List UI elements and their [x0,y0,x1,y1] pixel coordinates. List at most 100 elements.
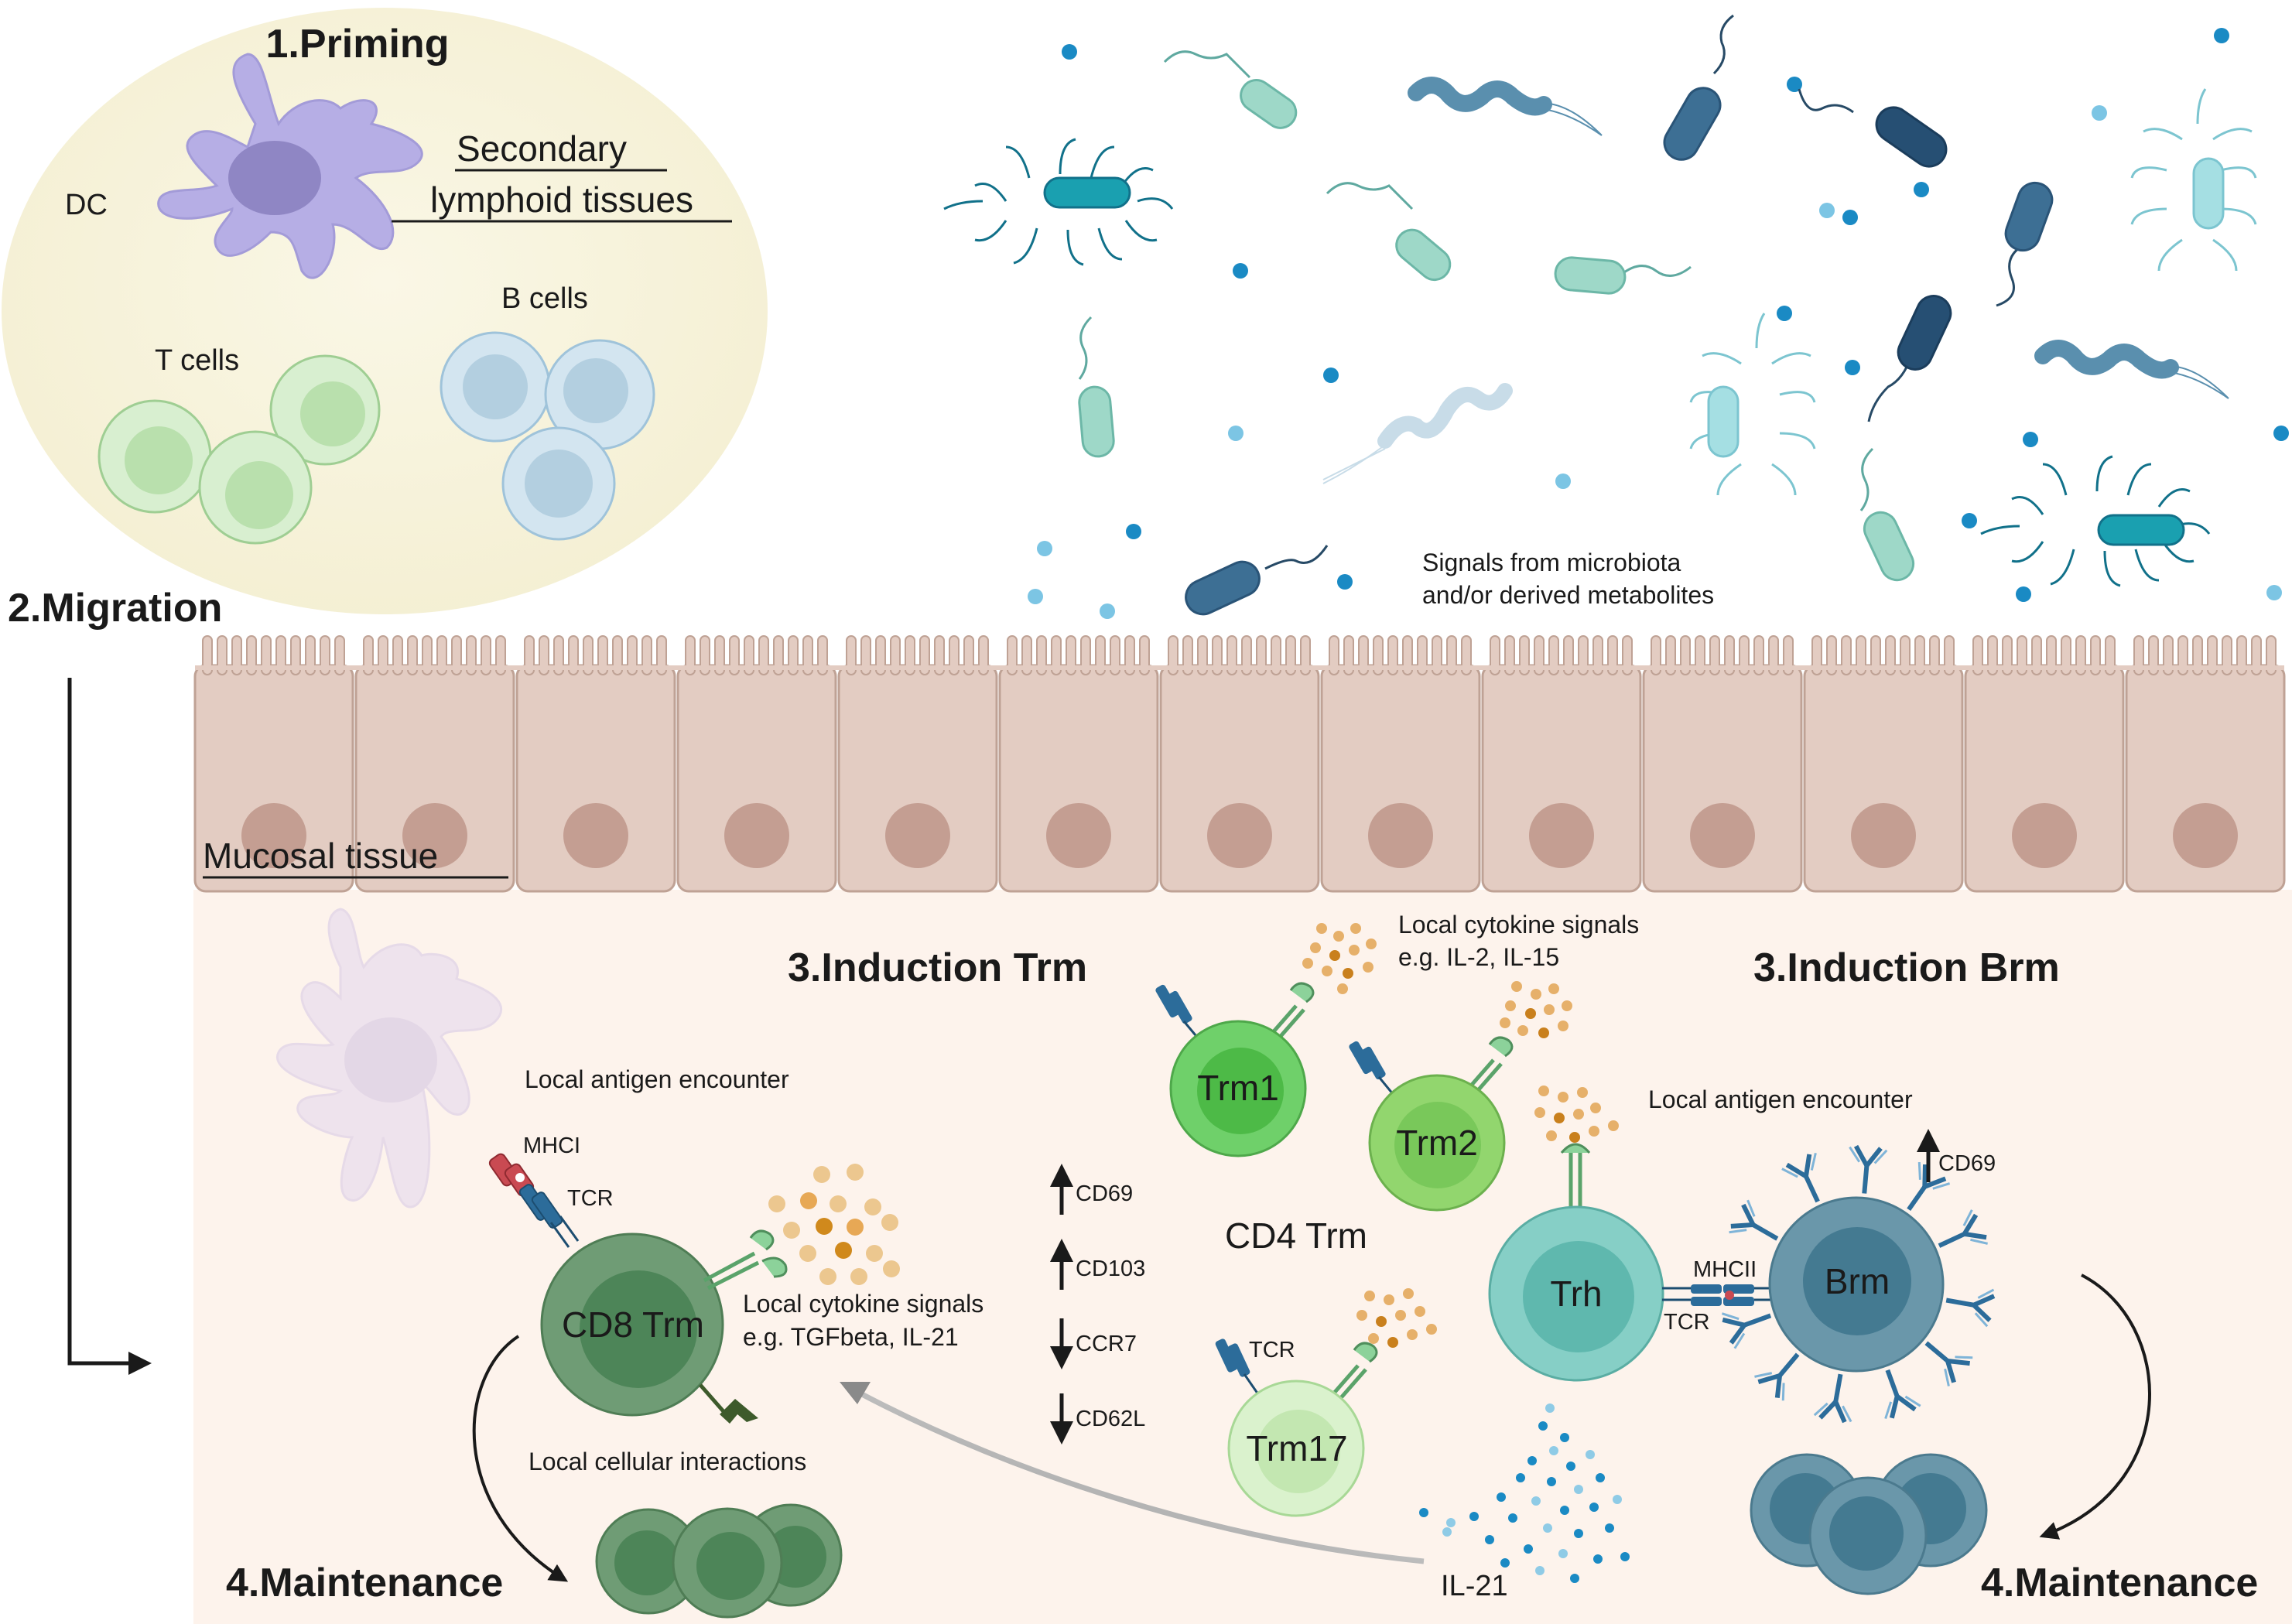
trm1-cytokine-receptor-icon [1267,982,1315,1042]
bacterium-mint-1 [1163,50,1298,129]
marker-cd103: CD103 [1050,1239,1145,1290]
brm-cell [1768,1196,1945,1373]
t-cells-label: T cells [155,344,239,377]
il21-dot [1574,1529,1583,1538]
cd8-cytokine-line2: e.g. TGFbeta, IL-21 [743,1323,959,1351]
marker-label: CD103 [1076,1256,1145,1281]
il21-dot [1560,1433,1569,1442]
il21-dot [1566,1462,1575,1471]
il21-dot [1497,1492,1506,1502]
lymphoid-tissue-ellipse [2,8,768,614]
microbiota-label-line1: Signals from microbiota [1422,549,1681,576]
step-maintenance-left-label: 4.Maintenance [226,1561,503,1605]
il21-return-arrow [857,1390,1425,1564]
cd4-trm-group-label: CD4 Trm [1225,1215,1367,1256]
brm-tcr-label: TCR [1664,1310,1710,1335]
trh-cytokine-receptor-icon [1560,1143,1591,1207]
bacterium-mint-4 [1078,316,1115,458]
epithelial-cell [1642,635,1803,893]
lymphoid-title-line2: lymphoid tissues [430,179,693,220]
antibody-icon [1729,1199,1779,1241]
antibody-icon [1781,1153,1820,1203]
il21-return-arrowhead [840,1382,871,1404]
microbiota-group [943,14,2289,619]
cd8-tcr-label: TCR [567,1186,614,1211]
epithelial-cell [998,635,1159,893]
cd8-tcr-icon [518,1184,580,1248]
brm-antigen-encounter-label: Local antigen encounter [1648,1086,1913,1113]
epithelial-cell [1320,635,1481,893]
antibody-icon [1945,1288,1996,1328]
cellular-interaction-receptor-icon [699,1383,758,1424]
marker-label: CD62L [1076,1407,1145,1431]
il21-dot [1508,1513,1517,1523]
il21-dot [1535,1566,1545,1575]
microbiota-label-line2: and/or derived metabolites [1422,581,1714,609]
antibody-icon [1754,1352,1800,1401]
il21-dot [1605,1523,1614,1533]
marker-cd62l: CD62L [1050,1393,1145,1445]
cd8-cytokine-receptor-icon [703,1229,788,1291]
bacterium-rod-4 [1867,295,1952,422]
epithelial-cell [1803,635,1964,893]
trm17-label: Trm17 [1246,1428,1347,1468]
cd8-trm-label: CD8 Trm [562,1304,704,1345]
bacterium-fimbriated-light-2 [2130,88,2257,272]
cd4-cytokine-line1: Local cytokine signals [1398,911,1639,939]
bacterium-mint-2 [1326,182,1452,282]
step-maintenance-right-label: 4.Maintenance [1981,1561,2258,1605]
marker-ccr7: CCR7 [1050,1318,1137,1369]
il21-dot [1558,1549,1568,1558]
marker-label: CD69 [1076,1181,1133,1206]
cd8-maintenance-arrow [472,1335,569,1582]
il21-dot [1549,1446,1558,1455]
il21-dot [1500,1558,1510,1568]
antibody-icon [1849,1144,1888,1194]
epithelial-cell [1964,635,2125,893]
marker-label: CCR7 [1076,1332,1137,1356]
trm2-label: Trm2 [1396,1123,1478,1163]
bacterium-mint-3 [1554,256,1692,295]
antibody-icon [1813,1373,1852,1424]
step-induction-brm-label: 3.Induction Brm [1753,945,2060,990]
antibody-icon [1924,1341,1973,1386]
bacterium-spiral-1 [1408,77,1603,136]
trm17-tcr-label: TCR [1249,1338,1295,1362]
b-cells-icon [440,331,655,541]
antibody-icon [1884,1369,1921,1420]
step-priming-label: 1.Priming [266,22,450,67]
tissue-dendritic-cell-icon [275,908,503,1209]
brm-maintenance-arrow [2039,1274,2151,1540]
cellular-interactions-label: Local cellular interactions [529,1448,806,1475]
il21-dot [1419,1508,1428,1517]
epithelial-cell [1481,635,1642,893]
cd4-cytokine-line2: e.g. IL-2, IL-15 [1398,943,1559,971]
il21-dot [1538,1421,1548,1431]
cd4-cytokine-dots [1302,923,1619,1348]
il21-dot [1586,1450,1595,1459]
il21-dot [1613,1495,1622,1504]
epithelial-cell [515,635,676,893]
brm-cd69-label: CD69 [1938,1151,1996,1176]
trh-label: Trh [1550,1274,1602,1314]
epithelial-layer [193,635,2286,893]
antibody-icon [1938,1209,1988,1248]
il21-dot [1593,1554,1603,1564]
dendritic-cell-icon [157,53,423,279]
il21-dot [1570,1574,1579,1583]
bacterium-rod-5 [1185,545,1329,616]
cd8-antigen-encounter-label: Local antigen encounter [525,1065,789,1093]
antibody-icon [1907,1161,1951,1212]
b-cells-label: B cells [501,282,588,315]
bacterium-rod-1 [1663,14,1734,161]
cd8-cytokine-line1: Local cytokine signals [743,1290,984,1318]
bacterium-fimbriated-light-1 [1689,313,1816,496]
il21-dot [1531,1496,1541,1506]
trh-cell [1488,1205,1664,1382]
mhcii-label: MHCII [1693,1257,1757,1282]
bacterium-spiral-light [1322,383,1513,484]
cd8-cytokine-dots [768,1164,900,1285]
il21-dot [1596,1473,1605,1482]
